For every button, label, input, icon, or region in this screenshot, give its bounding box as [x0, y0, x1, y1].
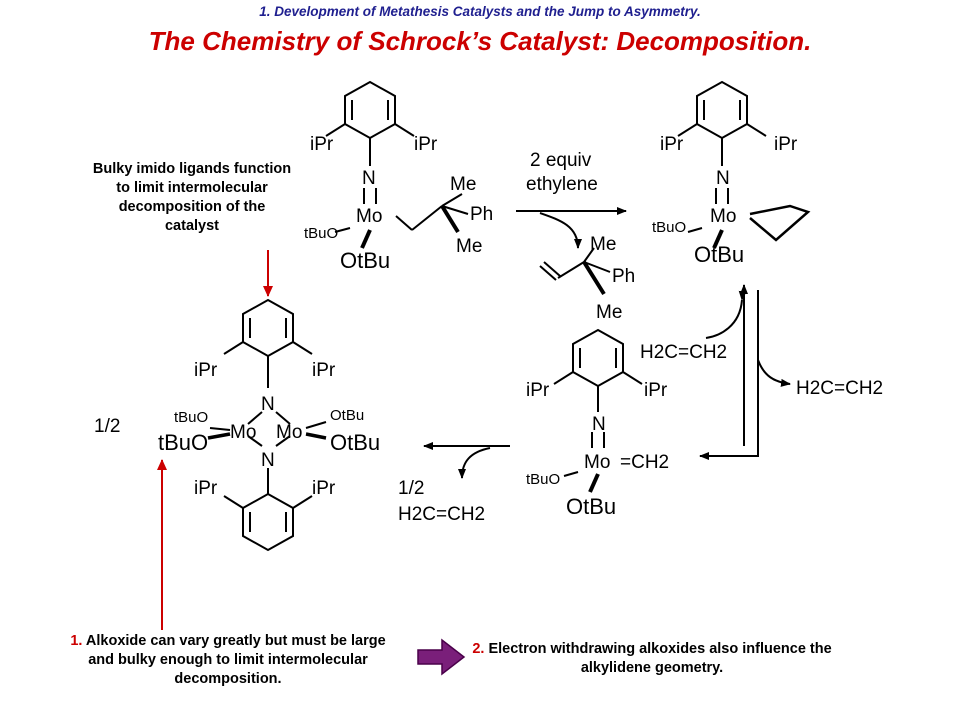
ipr-label: iPr [194, 478, 218, 499]
methyl-label: Me [596, 302, 622, 323]
tbuo-label: tBuO [526, 471, 560, 488]
slide-title: The Chemistry of Schrock’s Catalyst: Dec… [148, 26, 812, 56]
molybdenum-label: Mo [710, 206, 736, 227]
tbuo-label: tBuO [304, 225, 338, 242]
reagent-name: ethylene [526, 174, 598, 195]
half-coefficient: 1/2 [398, 478, 424, 499]
starting-catalyst-labels: iPr iPr N Mo tBuO OtBu Me Ph Me [304, 134, 493, 273]
molybdenum-label: Mo [584, 452, 610, 473]
equilibrium-arrows [699, 284, 791, 460]
otbu-label: OtBu [330, 430, 380, 455]
dimerization-arrow [423, 442, 510, 479]
note-ewg-number: 2. [472, 641, 485, 657]
methyl-label: Me [456, 236, 482, 257]
ipr-label: iPr [660, 134, 684, 155]
ethylene-out: H2C=CH2 [796, 378, 883, 399]
molybdenum-label: Mo [276, 422, 302, 443]
phenyl-label: Ph [470, 204, 493, 225]
tbuo-label: tBuO [158, 430, 208, 455]
ipr-label: iPr [414, 134, 438, 155]
note-alkoxide: 1. Alkoxide can vary greatly but must be… [58, 632, 398, 689]
ipr-label: iPr [194, 360, 218, 381]
nitrogen-label: N [592, 414, 606, 435]
methyl-label: Me [450, 174, 476, 195]
otbu-label: OtBu [566, 494, 616, 519]
dimer-labels: 1/2 iPr iPr N Mo Mo N tBuO tBuO OtBu OtB… [94, 360, 380, 499]
tbuo-label: tBuO [174, 409, 208, 426]
nitrogen-label: N [716, 168, 730, 189]
ethylene-labels: H2C=CH2 H2C=CH2 [640, 342, 883, 399]
molecule-methylidene [553, 328, 643, 493]
ipr-label: iPr [312, 360, 336, 381]
slide-subtitle: 1. Development of Metathesis Catalysts a… [259, 4, 701, 19]
note-alkoxide-text: Alkoxide can vary greatly but must be la… [85, 633, 386, 687]
molecule-bimetallic-dimer [207, 298, 327, 552]
phenyl-label: Ph [612, 266, 635, 287]
note-ewg-text: Electron withdrawing alkoxides also infl… [488, 641, 832, 676]
reagent-arrow: 2 equiv ethylene [516, 150, 627, 249]
methylidene-label: =CH2 [620, 452, 669, 473]
note-ewg: 2. Electron withdrawing alkoxides also i… [472, 640, 832, 678]
metallacycle-labels: iPr iPr N Mo tBuO OtBu [652, 134, 798, 267]
molecule-metallacyclobutane [677, 80, 811, 249]
ipr-label: iPr [312, 478, 336, 499]
methyl-label: Me [590, 234, 616, 255]
ipr-label: iPr [310, 134, 334, 155]
note-alkoxide-number: 1. [70, 633, 83, 649]
molecule-starting-catalyst [325, 80, 469, 249]
ipr-label: iPr [774, 134, 798, 155]
tbuo-label: tBuO [652, 219, 686, 236]
reagent-amount: 2 equiv [530, 150, 592, 171]
methylidene-labels: iPr iPr N Mo =CH2 tBuO OtBu [526, 380, 669, 519]
ipr-label: iPr [644, 380, 668, 401]
nitrogen-label: N [261, 394, 275, 415]
annotation-arrows [157, 250, 273, 630]
nitrogen-label: N [261, 450, 275, 471]
released-ethylene: 1/2 H2C=CH2 [398, 478, 485, 525]
molybdenum-label: Mo [356, 206, 382, 227]
otbu-label: OtBu [694, 242, 744, 267]
otbu-label: OtBu [330, 407, 364, 424]
ethylene-released: H2C=CH2 [398, 504, 485, 525]
half-coefficient: 1/2 [94, 416, 120, 437]
molybdenum-label: Mo [230, 422, 256, 443]
byproduct-labels: Me Ph Me [590, 234, 635, 323]
pointer-arrow-icon [417, 638, 466, 676]
note-bulky-imido: Bulky imido ligands function to limit in… [92, 161, 292, 234]
nitrogen-label: N [362, 168, 376, 189]
otbu-label: OtBu [340, 248, 390, 273]
ethylene-in: H2C=CH2 [640, 342, 727, 363]
ipr-label: iPr [526, 380, 550, 401]
molecule-byproduct-alkene [539, 247, 611, 296]
